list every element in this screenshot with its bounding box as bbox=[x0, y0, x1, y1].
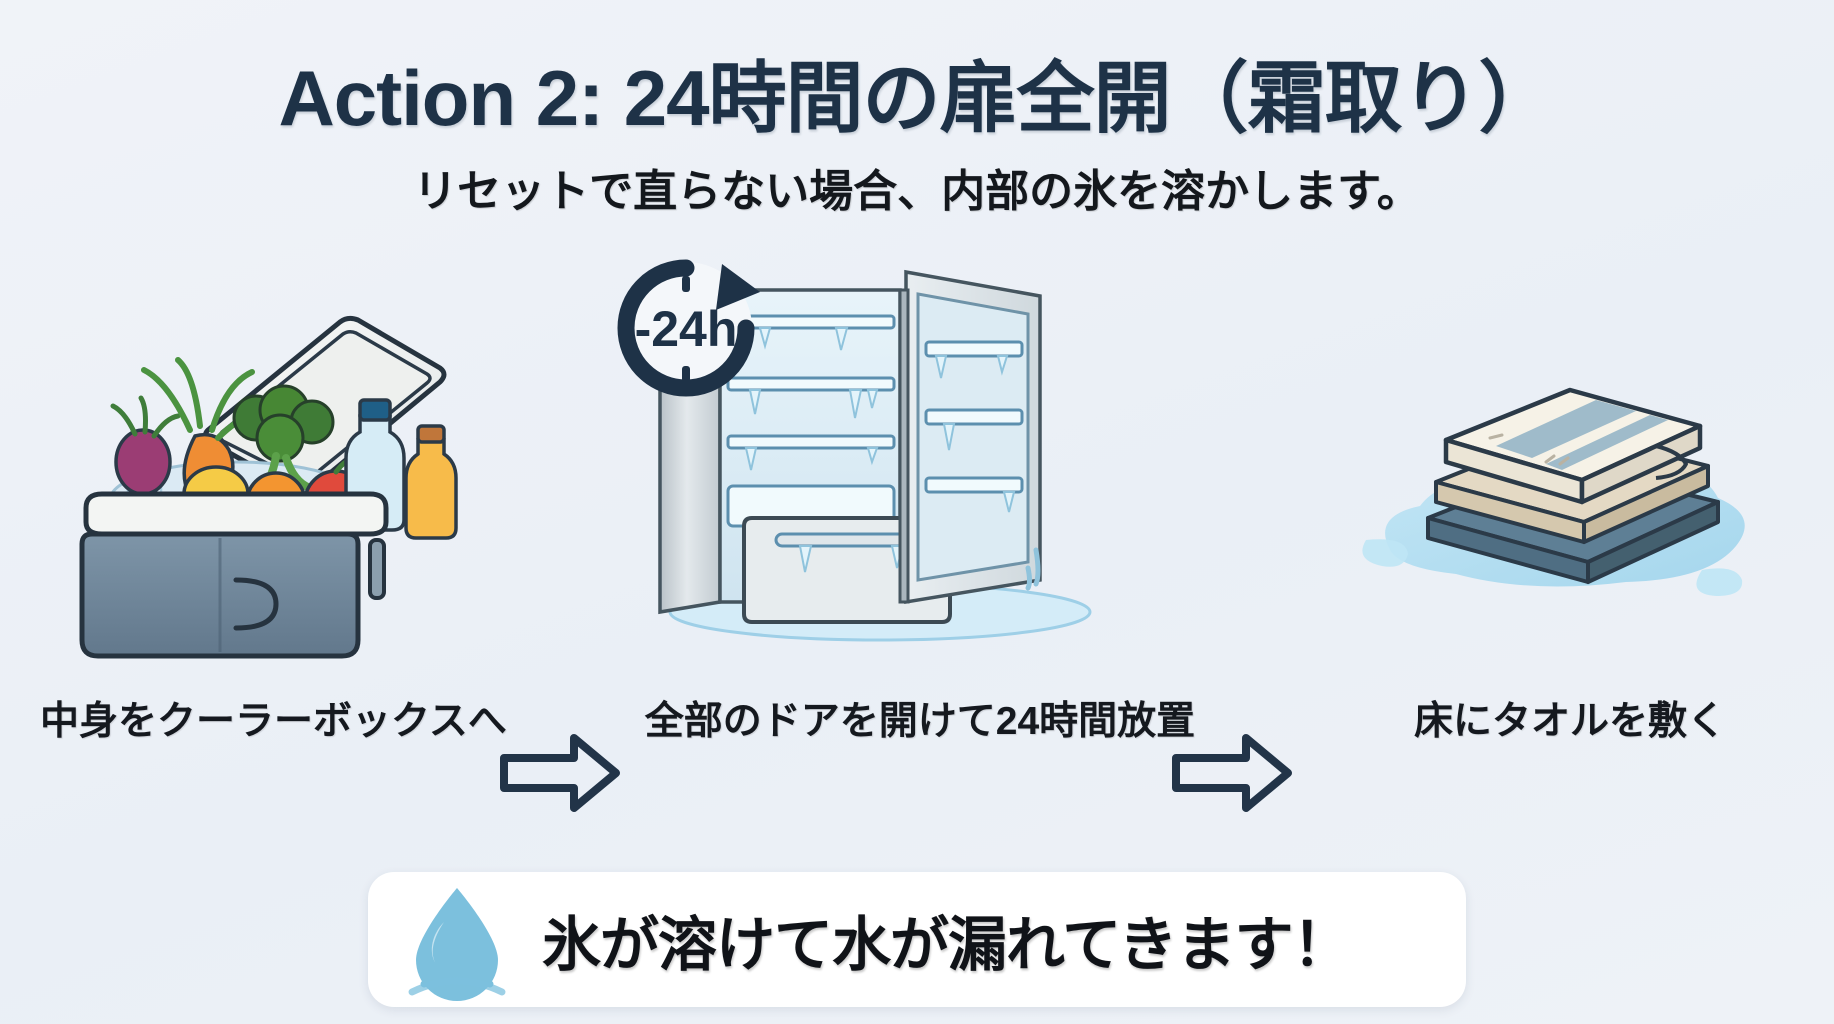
broccoli bbox=[232, 384, 335, 496]
towel-top bbox=[1443, 387, 1703, 505]
page-subtitle: リセットで直らない場合、内部の氷を溶かします。 bbox=[413, 167, 1421, 216]
juice-bottle bbox=[404, 424, 458, 540]
badge-24h: -24h bbox=[617, 259, 760, 397]
arrow-1 bbox=[500, 730, 620, 816]
refrigerator-illustration: -24h bbox=[600, 250, 1240, 670]
steps-row: 中身をクーラーボックスへ bbox=[0, 250, 1834, 812]
step-3-caption: 床にタオルを敷く bbox=[1413, 700, 1726, 743]
towels-illustration bbox=[1350, 250, 1790, 670]
warning-banner-text: 氷が溶けて水が漏れてきます！ bbox=[542, 912, 1351, 978]
water-droplet-icon bbox=[402, 880, 512, 1001]
step-2: -24h 全部のドアを開けて24時間放置 bbox=[600, 250, 1240, 743]
cooler-box-illustration bbox=[40, 250, 480, 670]
cooler-body bbox=[79, 491, 389, 659]
step-2-caption: 全部のドアを開けて24時間放置 bbox=[644, 700, 1196, 743]
warning-banner: 氷が溶けて水が漏れてきます！ bbox=[368, 872, 1466, 1007]
open-fridge-door bbox=[904, 269, 1042, 605]
step-3: 床にタオルを敷く bbox=[1350, 250, 1790, 743]
page-title: Action 2: 24時間の扉全開（霜取り） bbox=[278, 54, 1556, 142]
badge-24h-label: -24h bbox=[635, 301, 738, 357]
arrow-2 bbox=[1172, 730, 1292, 816]
step-1-caption: 中身をクーラーボックスへ bbox=[40, 700, 507, 743]
step-1: 中身をクーラーボックスへ bbox=[40, 250, 507, 743]
